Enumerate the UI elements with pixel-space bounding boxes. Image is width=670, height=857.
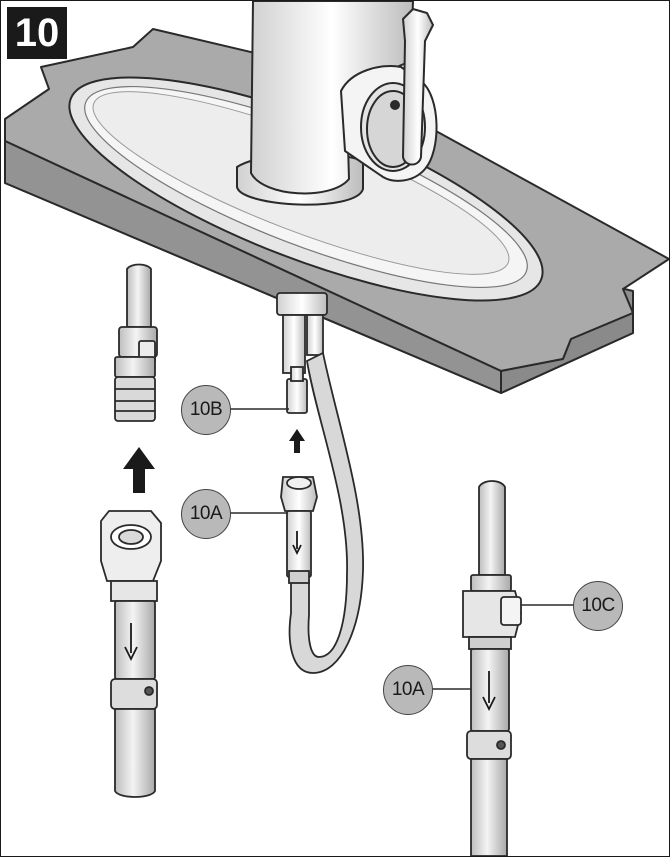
left-quick-connect	[100, 510, 162, 798]
callout-10a-right: 10A	[383, 665, 433, 715]
left-supply-upper	[114, 263, 158, 422]
callout-10c: 10C	[573, 581, 623, 631]
up-arrow-icon	[123, 447, 155, 493]
faucet-shank	[276, 292, 364, 674]
callout-10b: 10B	[181, 385, 231, 435]
right-supply-assembly	[462, 480, 522, 856]
callout-leaders	[229, 408, 575, 690]
up-arrow-icon	[289, 429, 305, 453]
center-quick-connect	[280, 476, 318, 584]
step-number-badge: 10	[7, 7, 67, 59]
faucet-body	[236, 1, 438, 206]
callout-10a-center: 10A	[181, 489, 231, 539]
